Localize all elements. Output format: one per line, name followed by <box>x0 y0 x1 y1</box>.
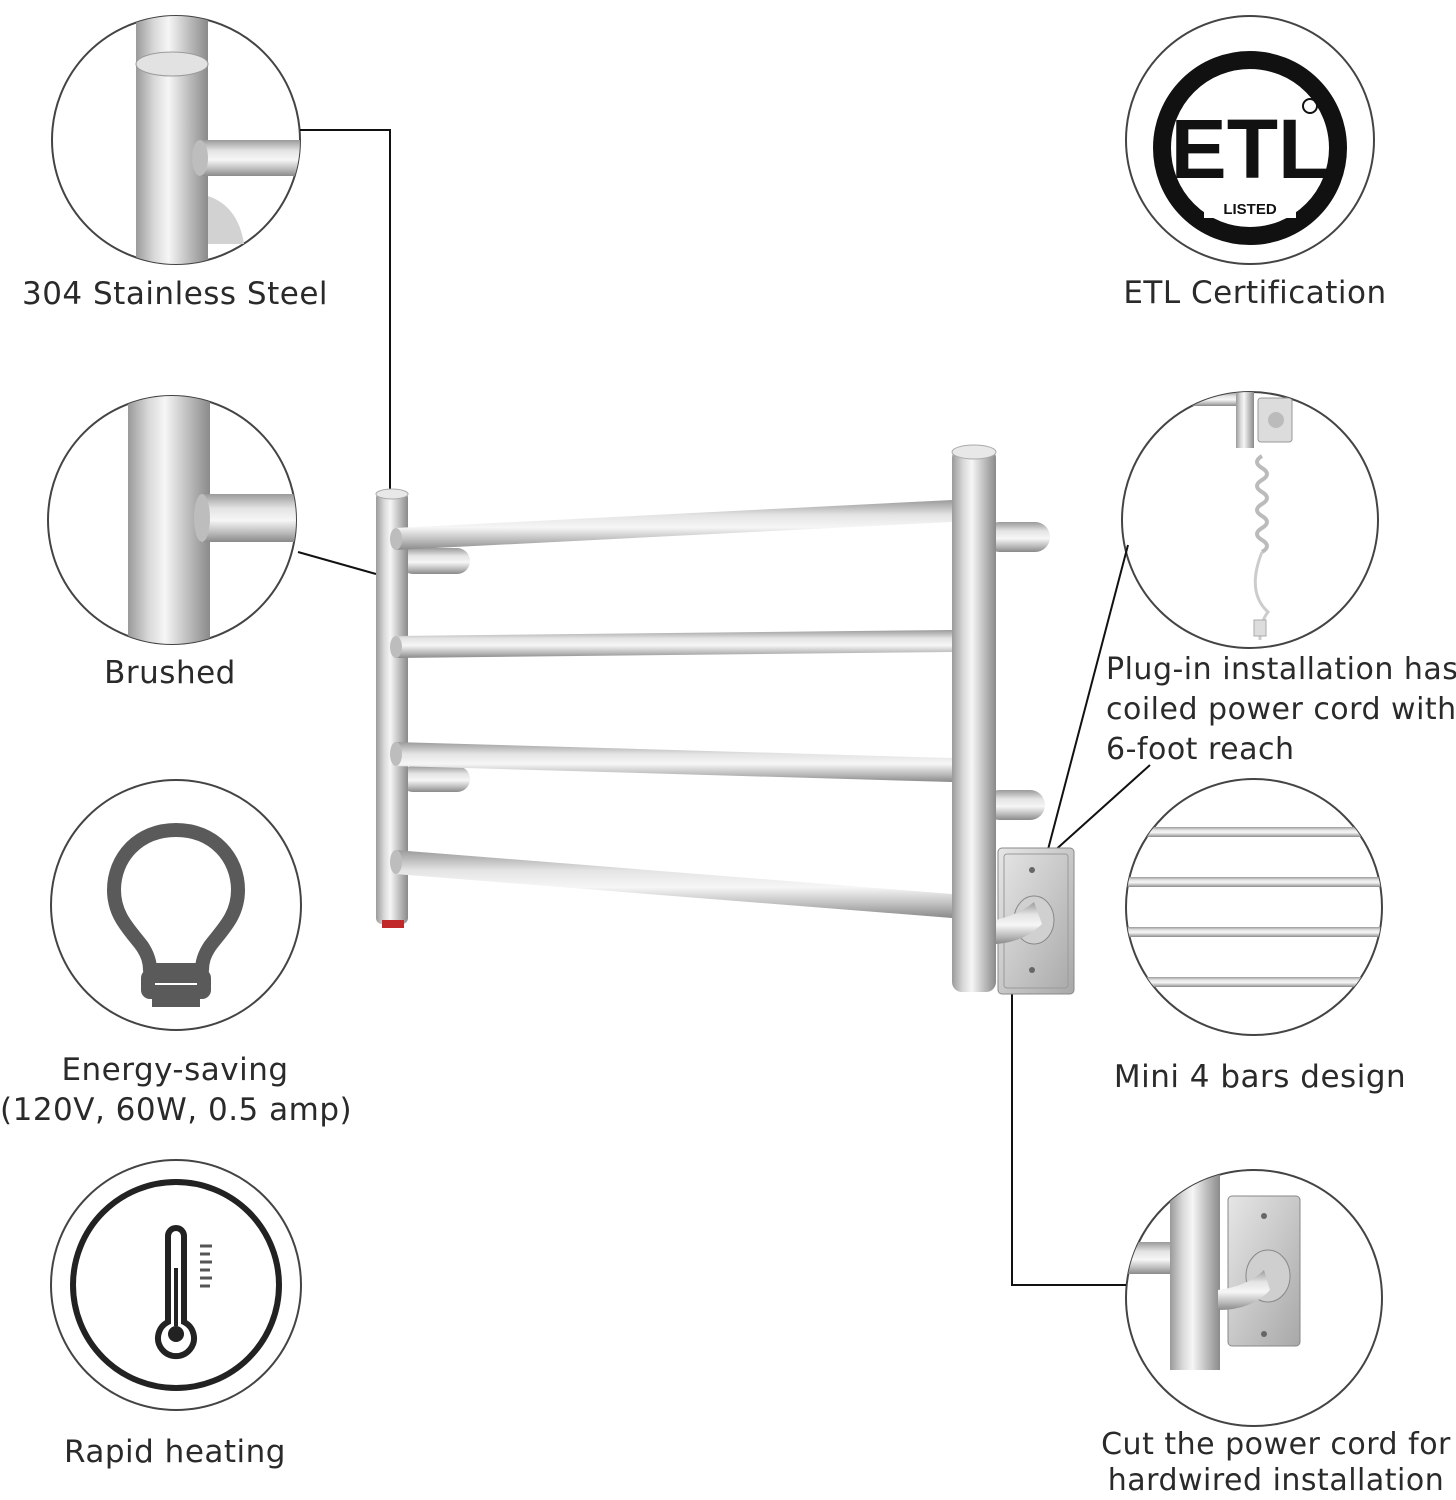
caption-hardwired-line2: hardwired installation <box>1107 1463 1445 1498</box>
caption-energy-line2: (120V, 60W, 0.5 amp) <box>0 1092 353 1128</box>
mini-four-bars-circle <box>1125 778 1383 1036</box>
caption-etl-certification: ETL Certification <box>1123 275 1387 311</box>
caption-energy-saving: Energy-saving (120V, 60W, 0.5 amp) <box>0 1050 353 1130</box>
towel-warmer-product <box>375 444 1075 995</box>
energy-saving-circle <box>50 779 302 1031</box>
etl-logo-listed: LISTED <box>1223 201 1277 218</box>
caption-rapid-heating: Rapid heating <box>64 1434 286 1470</box>
connector-lines <box>297 129 1151 1286</box>
caption-plug-in-line3: 6-foot reach <box>1106 732 1295 767</box>
stainless-steel-detail-circle <box>51 15 301 265</box>
caption-energy-line1: Energy-saving <box>61 1052 289 1088</box>
caption-hardwired: Cut the power cord for hardwired install… <box>1100 1427 1452 1499</box>
etl-certification-circle: ETL LISTED <box>1125 15 1375 265</box>
caption-mini-four-bars: Mini 4 bars design <box>1113 1059 1407 1095</box>
brushed-detail-circle <box>47 395 297 645</box>
caption-plug-in-line1: Plug-in installation has <box>1106 652 1456 687</box>
caption-plug-in-line2: coiled power cord with <box>1106 692 1456 727</box>
rapid-heating-circle <box>50 1159 302 1411</box>
light-bulb-icon <box>107 823 245 1007</box>
caption-plug-in: Plug-in installation has coiled power co… <box>1106 650 1456 770</box>
caption-hardwired-line1: Cut the power cord for <box>1101 1427 1451 1462</box>
etl-listed-logo: ETL LISTED <box>1153 51 1347 245</box>
hardwired-detail-circle <box>1125 1169 1383 1427</box>
plug-in-detail-circle <box>1121 391 1379 649</box>
etl-logo-text: ETL <box>1171 102 1330 196</box>
caption-brushed: Brushed <box>104 655 236 691</box>
thermometer-icon <box>155 1225 212 1360</box>
caption-stainless-steel: 304 Stainless Steel <box>21 276 329 312</box>
